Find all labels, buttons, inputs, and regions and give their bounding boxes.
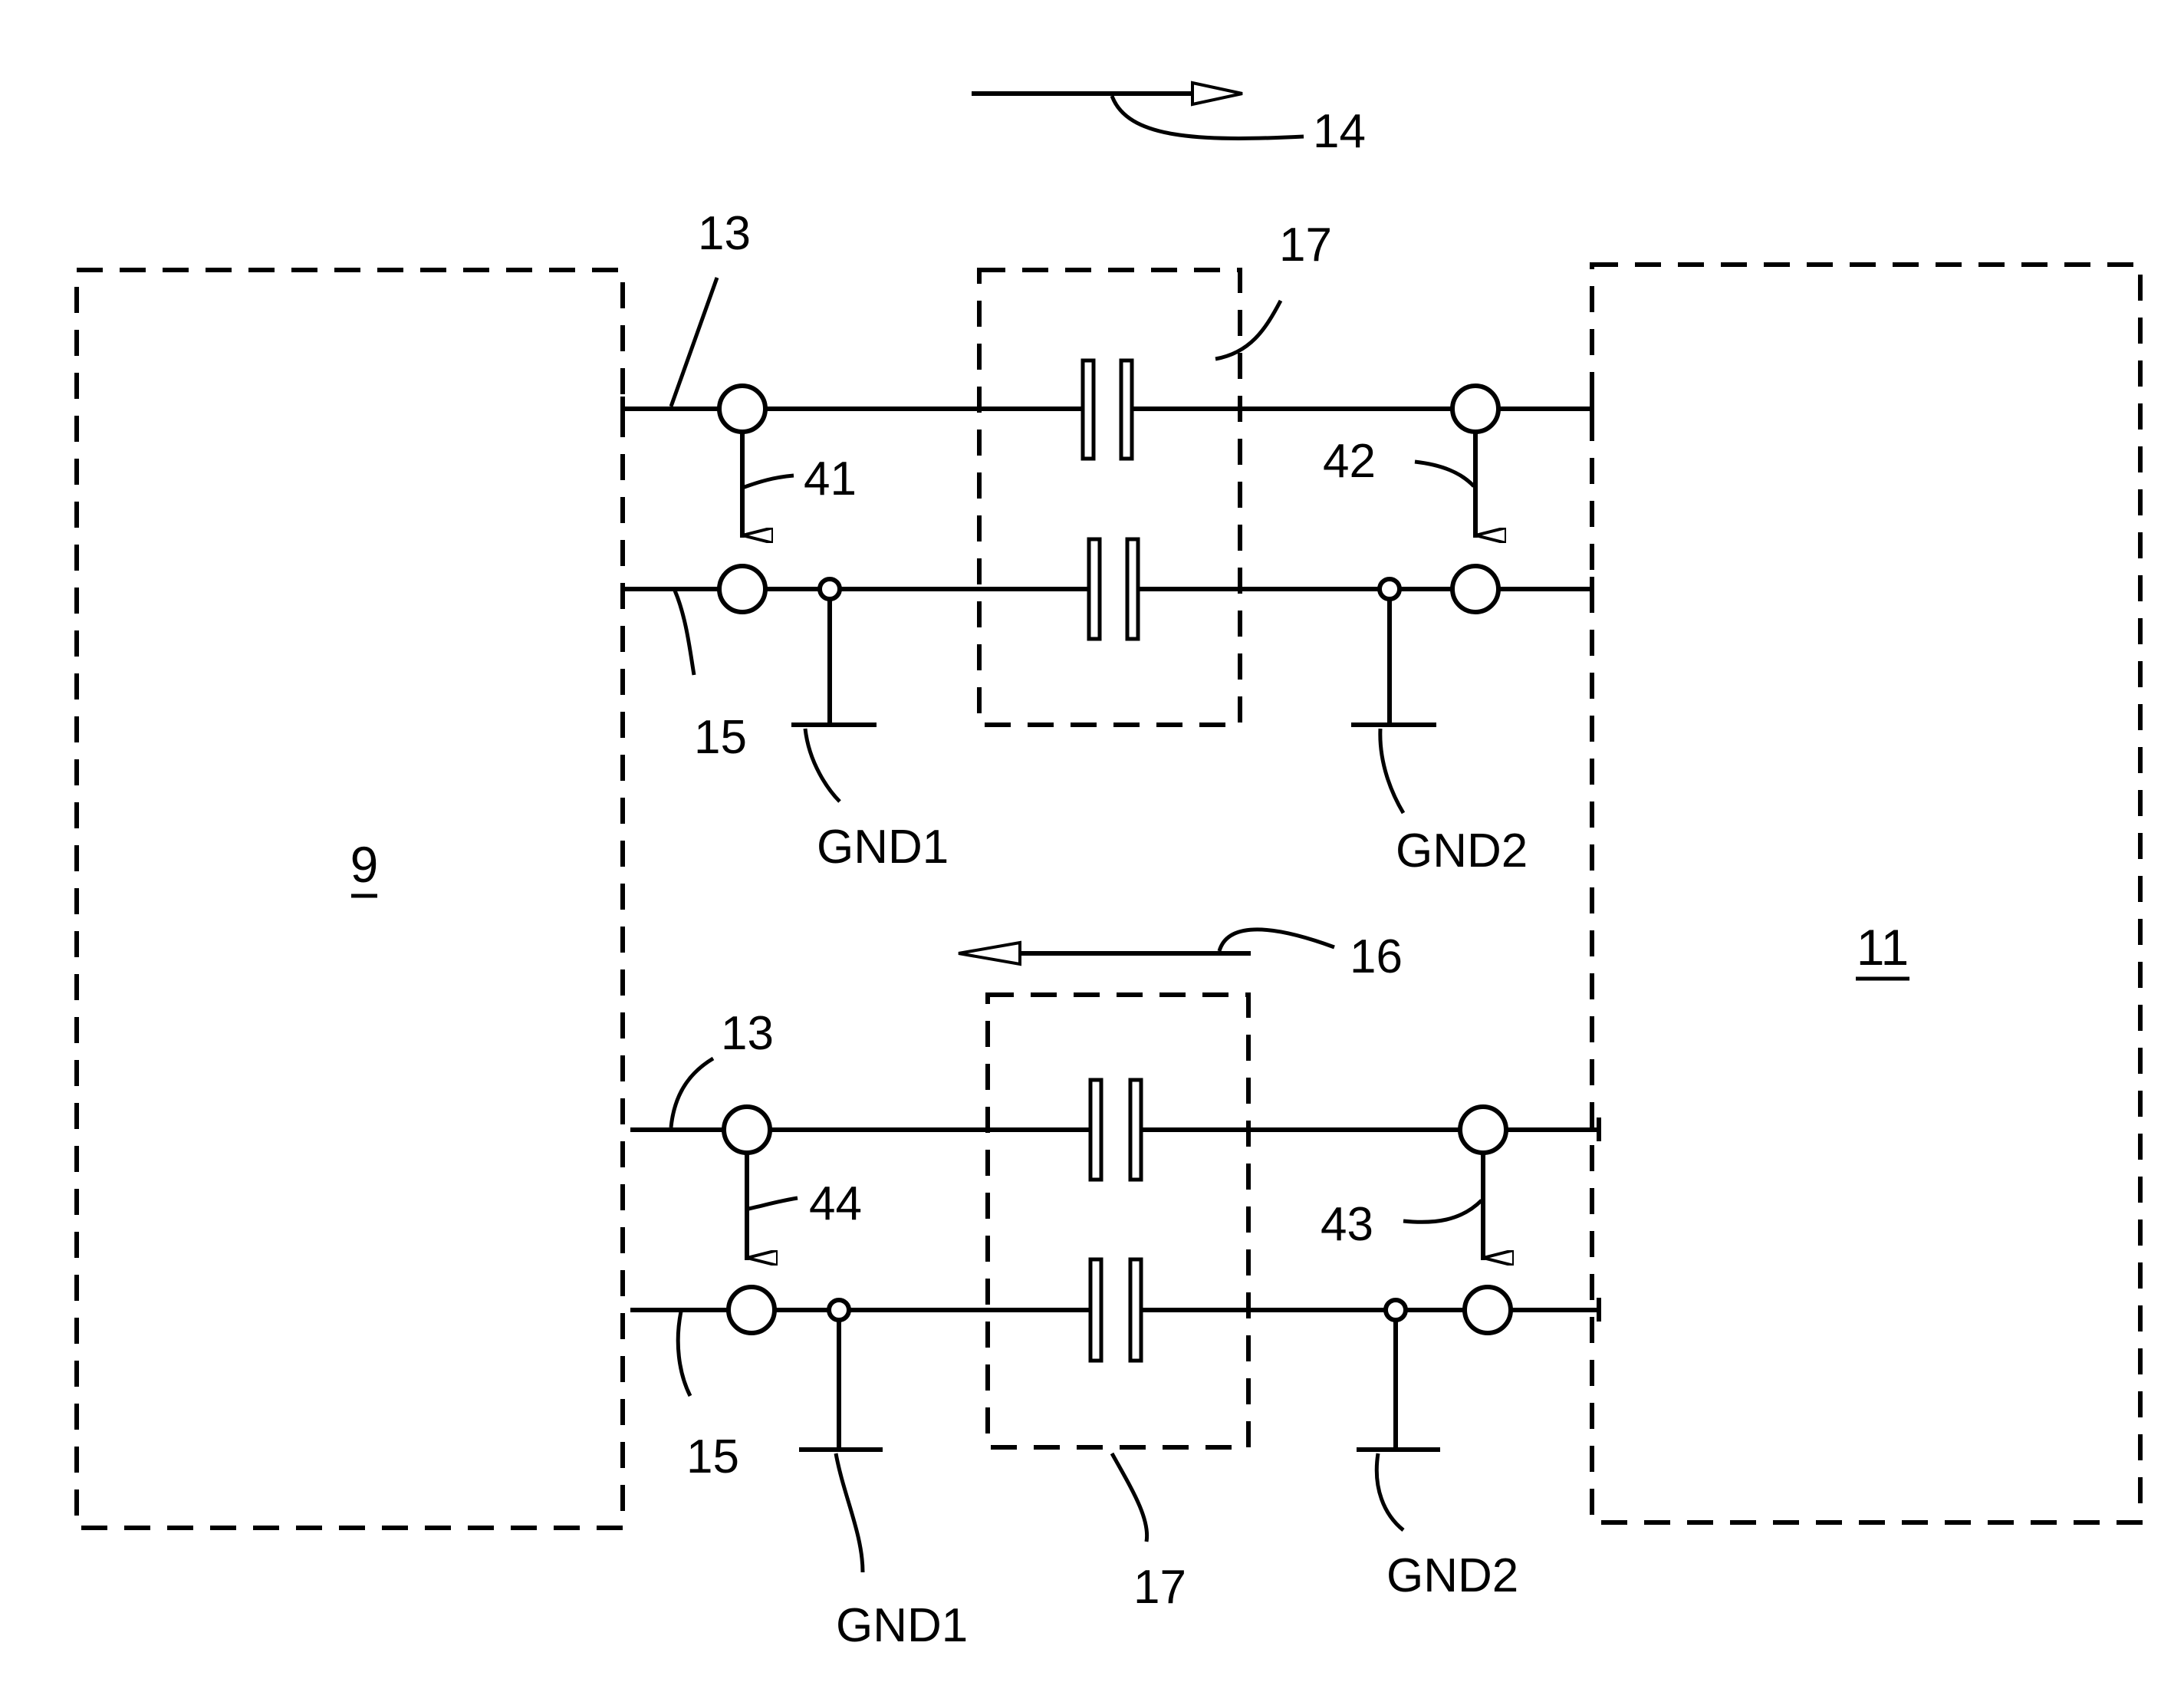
label-41: 41 [804, 453, 857, 505]
block-11-label: 11 [1857, 919, 1909, 976]
node-15-right-bottom [1465, 1287, 1511, 1333]
label-17-top: 17 [1279, 219, 1332, 272]
node-15-left-top [719, 566, 765, 612]
label-gnd1-bottom: GND1 [836, 1599, 968, 1652]
label-gnd1-top: GND1 [817, 821, 949, 874]
label-gnd2-top: GND2 [1396, 825, 1528, 877]
isolator-17-bottom [988, 995, 1248, 1447]
direction-arrow-16: 16 [959, 930, 1403, 983]
node-15-right-top [1452, 566, 1498, 612]
label-44: 44 [809, 1177, 862, 1230]
node-13-left-top [719, 386, 765, 432]
block-11 [1592, 265, 2140, 1522]
bottom-channel: 13 44 43 15 17 GND1 GND2 [633, 995, 1599, 1652]
isolator-17-top [979, 270, 1240, 725]
label-42: 42 [1323, 435, 1376, 488]
node-15-left-bottom [729, 1287, 775, 1333]
block-9-label: 9 [350, 836, 379, 893]
label-17-bottom: 17 [1133, 1561, 1186, 1614]
label-15-top: 15 [694, 711, 747, 764]
label-43: 43 [1321, 1198, 1373, 1251]
label-gnd2-bottom: GND2 [1386, 1549, 1518, 1602]
label-13-top: 13 [698, 207, 751, 260]
top-channel: 13 17 41 42 15 GND1 GND2 [623, 207, 1592, 877]
label-13-bottom: 13 [721, 1007, 774, 1060]
direction-arrow-14: 14 [974, 83, 1366, 158]
node-13-right-bottom [1460, 1107, 1506, 1153]
node-13-left-bottom [724, 1107, 770, 1153]
block-9 [77, 270, 623, 1528]
label-16: 16 [1350, 930, 1403, 983]
label-15-bottom: 15 [686, 1430, 739, 1483]
label-14: 14 [1313, 105, 1366, 158]
node-13-right-top [1452, 386, 1498, 432]
